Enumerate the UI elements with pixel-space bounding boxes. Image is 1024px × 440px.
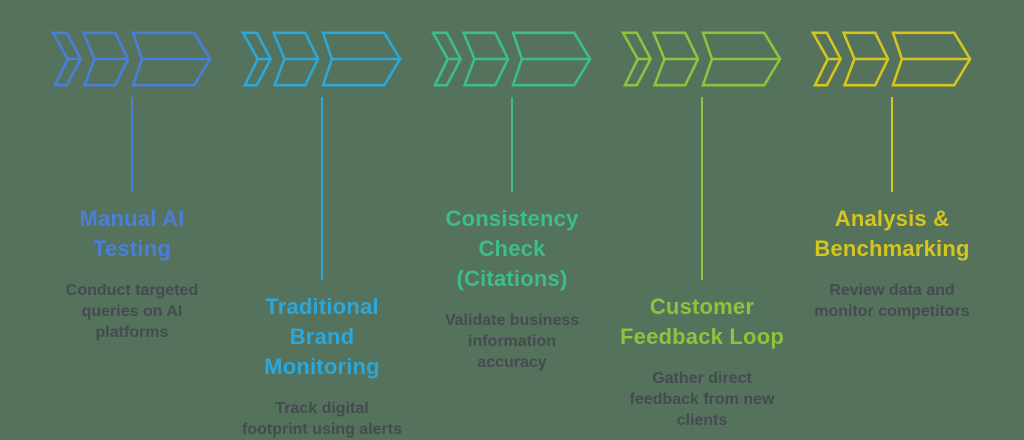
- connector-line: [890, 97, 894, 192]
- stage-consistency-check-citations: Consistency Check (Citations) Validate b…: [417, 30, 607, 440]
- stage-description: Review data and monitor competitors: [814, 282, 970, 320]
- stage-traditional-brand-monitoring: Traditional Brand Monitoring Track digit…: [227, 30, 417, 440]
- stage-description: Gather direct feedback from new clients: [629, 370, 775, 429]
- triple-chevron-arrow-icon: [810, 31, 972, 87]
- connector-line: [700, 97, 704, 280]
- triple-chevron-arrow-icon: [50, 31, 212, 87]
- stage-title: Traditional Brand Monitoring: [264, 294, 380, 379]
- connector-line: [130, 97, 134, 192]
- stage-title: Customer Feedback Loop: [620, 294, 784, 349]
- connector-line: [510, 97, 514, 192]
- triple-chevron-arrow-icon: [620, 31, 782, 87]
- stage-manual-ai-testing: Manual AI Testing Conduct targeted queri…: [37, 30, 227, 440]
- stage-title: Analysis & Benchmarking: [814, 206, 970, 261]
- stage-analysis-benchmarking: Analysis & Benchmarking Review data and …: [797, 30, 987, 440]
- stage-description: Validate business information accuracy: [444, 312, 580, 371]
- triple-chevron-arrow-icon: [430, 31, 592, 87]
- stage-customer-feedback-loop: Customer Feedback Loop Gather direct fee…: [607, 30, 797, 440]
- connector-line: [320, 97, 324, 280]
- stage-description: Conduct targeted queries on AI platforms: [65, 282, 199, 341]
- stage-title: Consistency Check (Citations): [445, 206, 579, 291]
- triple-chevron-arrow-icon: [240, 31, 402, 87]
- stage-title: Manual AI Testing: [79, 206, 185, 261]
